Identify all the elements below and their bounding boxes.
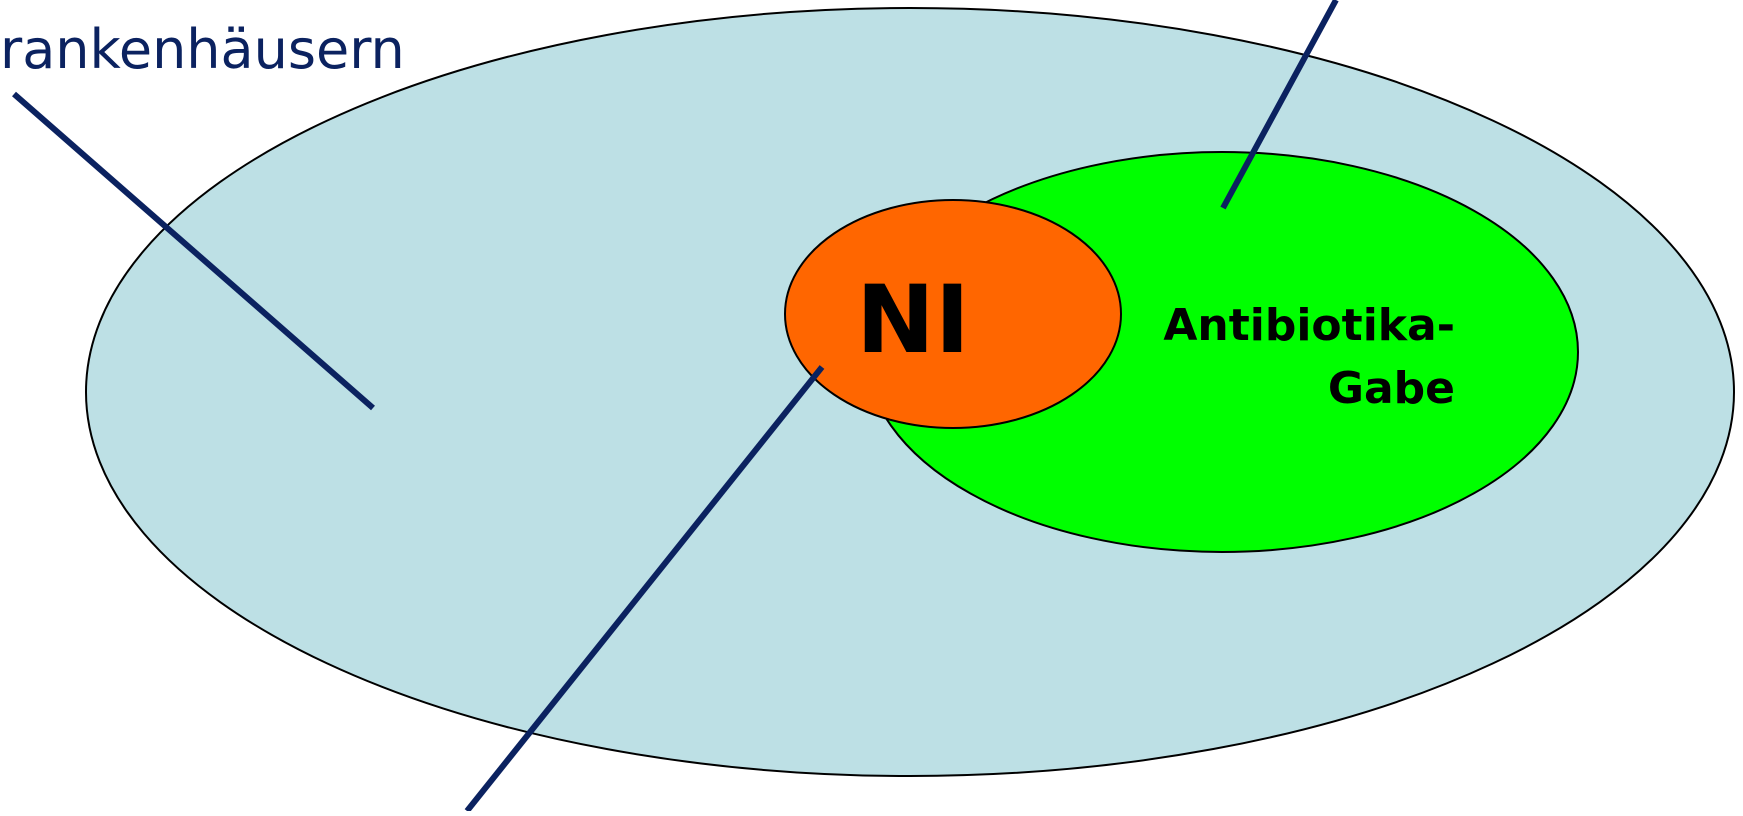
pointer-line-ni-set [464, 365, 825, 813]
caption-line-2: rankenhäusern [0, 18, 405, 81]
antibiotic-set-label-line-1: Antibiotika- [1163, 300, 1455, 351]
ni-set-label: NI [856, 266, 970, 375]
pointer-line-outer-set [12, 91, 375, 411]
nosocomial-infection-ellipse [784, 199, 1122, 429]
antibiotic-set-label-line-2: Gabe [1328, 363, 1455, 414]
pointer-line-antibiotic-set [1220, 0, 1339, 210]
